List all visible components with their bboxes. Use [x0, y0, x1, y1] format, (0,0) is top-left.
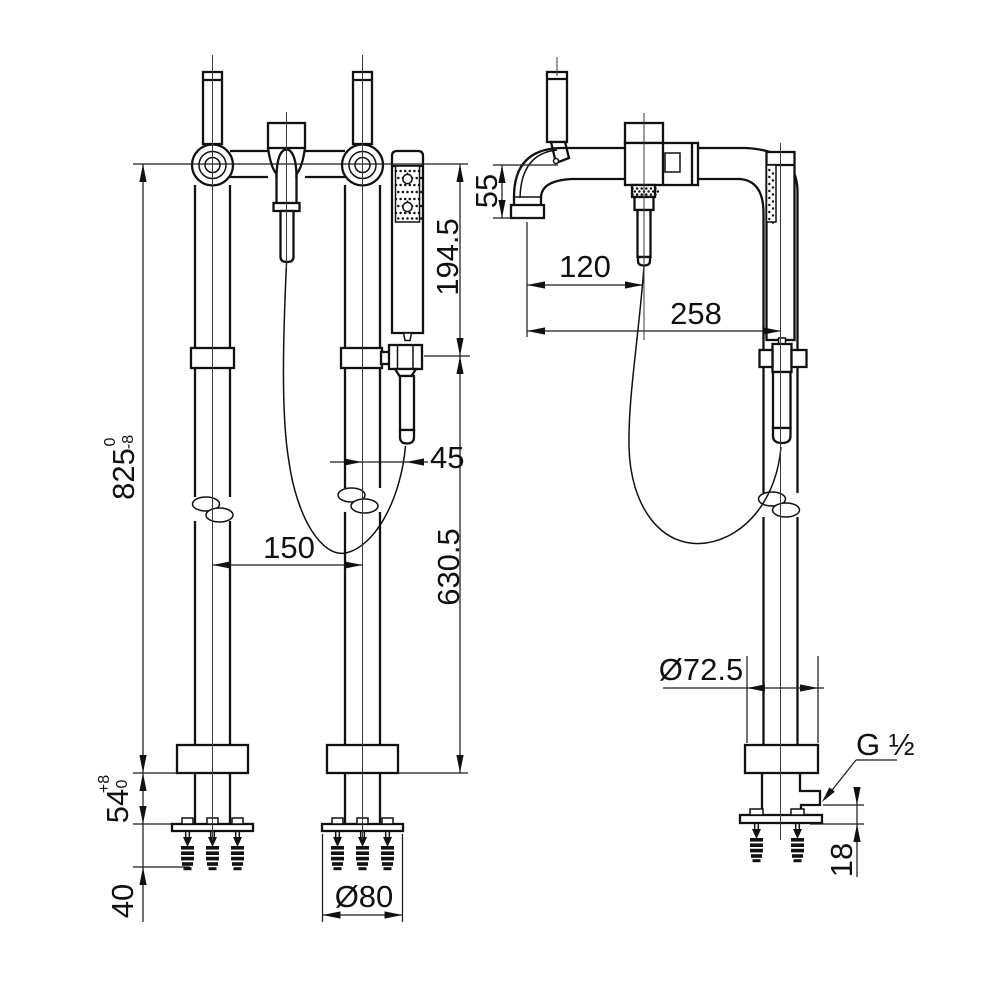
dim-hand-shower-offset: 45 [330, 440, 464, 475]
dim-tol-upper: 0 [102, 437, 119, 446]
dim-hand-shower-length: 194.5 [424, 164, 470, 357]
diverter-pull-side [630, 183, 660, 267]
dim-label-194-5: 194.5 [430, 218, 465, 296]
thread-callout: G ½ [822, 727, 915, 802]
dim-spout-reach: 120 [526, 222, 643, 337]
dim-label-18: 18 [824, 843, 859, 877]
dim-label-630-5: 630.5 [431, 528, 466, 606]
dim-label-dia72-5: Ø72.5 [659, 652, 743, 687]
spout-side [509, 146, 625, 220]
dim-label-825: 825 [106, 448, 141, 500]
droplet-icon [402, 172, 413, 213]
dim-tol-upper: +8 [96, 775, 113, 793]
body-side [623, 121, 799, 214]
dim-label-258: 258 [670, 296, 722, 331]
dim-tol-lower: 0 [114, 779, 131, 788]
shower-hose-front [282, 262, 407, 555]
dim-holder-height: 630.5 [398, 356, 468, 774]
dim-hand-shower-reach: 258 [527, 296, 781, 335]
floor-anchors-side [749, 822, 805, 863]
dim-label-g-half: G ½ [856, 727, 915, 762]
dim-label-54: 54 [100, 789, 135, 823]
dim-base-height: 54 +8 0 [96, 773, 171, 825]
shower-hose-side [628, 265, 782, 545]
dimensions-front: 825 0 -8 54 +8 0 40 194.5 [96, 163, 470, 922]
glide-collars-front [189, 346, 384, 370]
dim-label-45: 45 [430, 440, 464, 475]
pipe-break-symbol [757, 491, 801, 518]
dim-label-40: 40 [105, 884, 140, 918]
front-view [170, 70, 425, 871]
shower-holder-front [379, 343, 424, 445]
dim-anchor-depth: 40 [105, 866, 190, 918]
dim-base-diameter: Ø72.5 [659, 652, 824, 743]
dim-label-120: 120 [559, 249, 611, 284]
side-view [509, 70, 824, 863]
dim-inlet-height: 18 [810, 787, 864, 877]
pipe-break-symbol [191, 487, 379, 523]
base-flanges-front [175, 743, 400, 775]
hand-shower-front [390, 149, 425, 342]
dimensions-side: 55 120 258 Ø72.5 [469, 164, 915, 877]
dim-plate-diameter: Ø80 [321, 834, 404, 922]
dim-tol-lower: -8 [120, 435, 137, 449]
dim-riser-spacing: 150 [212, 530, 363, 569]
shower-holder-side [758, 337, 808, 445]
mounting-plates-front [170, 817, 405, 833]
dim-total-height: 825 0 -8 [102, 164, 196, 922]
manifold-front [230, 149, 345, 179]
dim-label-150: 150 [263, 530, 315, 565]
dim-label-55: 55 [469, 174, 504, 208]
dim-spout-drop: 55 [469, 164, 558, 219]
centerlines [212, 55, 781, 840]
dim-label-dia80: Ø80 [335, 879, 394, 914]
